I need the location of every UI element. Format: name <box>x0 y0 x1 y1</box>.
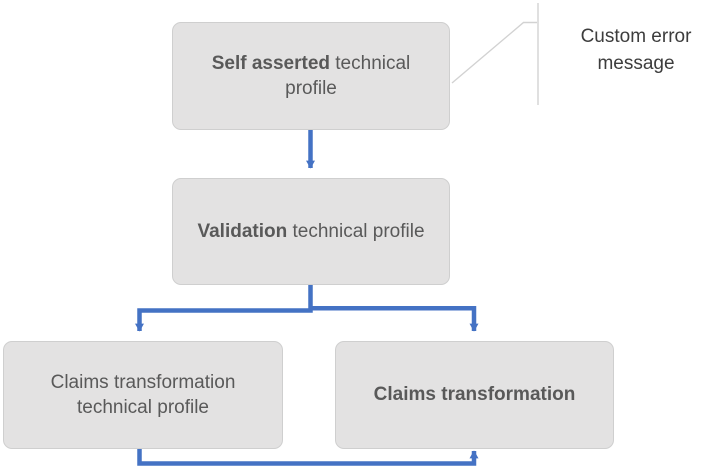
node-label-bold-part: Validation <box>197 220 288 242</box>
node-self-asserted-technical-profile[interactable]: Self asserted technical profile <box>172 22 450 130</box>
node-label: Claims transformation technical profile <box>18 370 268 420</box>
node-label-regular-part: technical profile <box>285 52 411 99</box>
node-claims-transformation[interactable]: Claims transformation <box>335 341 614 449</box>
node-label: Self asserted technical profile <box>187 51 435 101</box>
node-label-regular-part: technical profile <box>287 220 425 242</box>
edge-validation-to-claims-transformation-tp <box>135 285 313 332</box>
node-label-bold-part: Self asserted <box>211 52 330 74</box>
node-label: Claims transformation <box>350 382 599 407</box>
node-claims-transformation-technical-profile[interactable]: Claims transformation technical profile <box>3 341 283 449</box>
callout-line-2: message <box>597 52 675 74</box>
node-label-regular-part: Claims transformation technical profile <box>50 371 236 418</box>
node-label: Validation technical profile <box>187 219 435 244</box>
edge-claims-transformation-tp-to-claims-transformation <box>137 449 479 466</box>
node-validation-technical-profile[interactable]: Validation technical profile <box>172 178 450 285</box>
node-label-bold-part: Claims transformation <box>373 384 576 406</box>
callout-custom-error-message: Custom error message <box>556 24 716 78</box>
edge-validation-to-claims-transformation <box>310 306 479 332</box>
callout-leader-line <box>451 3 539 105</box>
callout-line-1: Custom error <box>580 26 692 47</box>
